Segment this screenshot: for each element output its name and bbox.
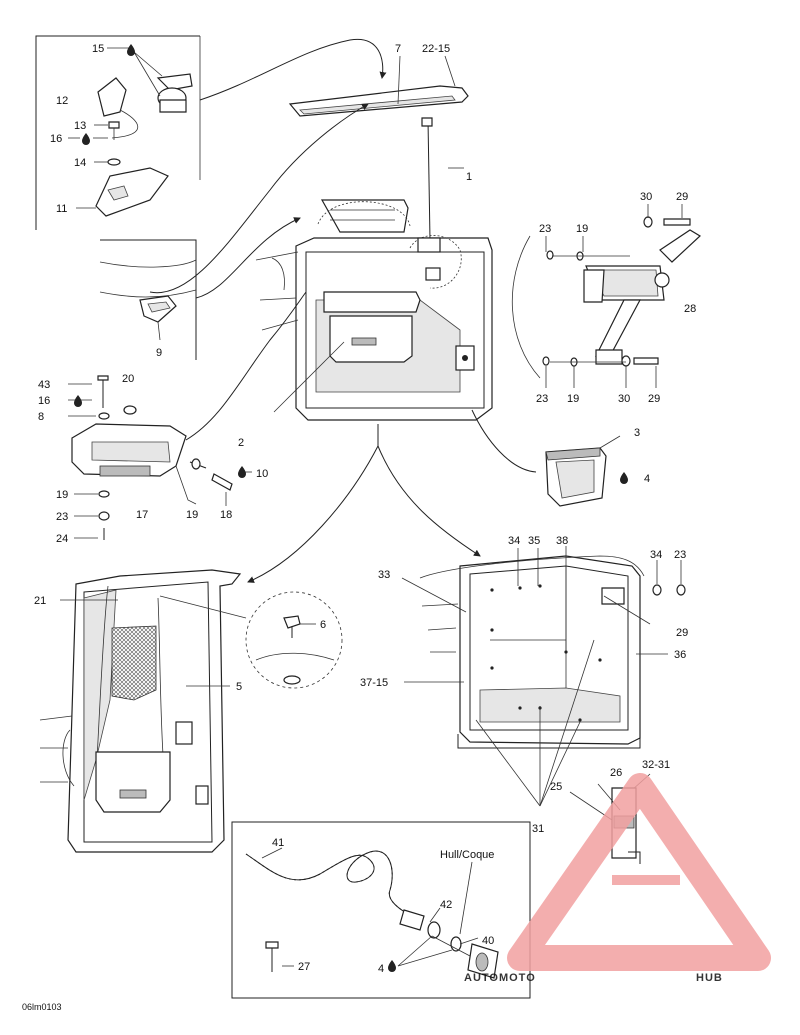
callout: 32-31 — [642, 759, 670, 771]
callout: 26 — [610, 767, 622, 779]
callout: 13 — [74, 120, 86, 132]
callout: 17 — [136, 509, 148, 521]
callout: 23 — [539, 223, 551, 235]
storage-lid — [288, 55, 469, 241]
callout: 34 — [650, 549, 662, 561]
watermark-logo: AUTOMOTO HUB — [464, 773, 771, 984]
main-compartment — [255, 167, 493, 421]
hose-inset — [231, 821, 531, 999]
watermark-text-2: HUB — [696, 972, 723, 984]
callout: 23 — [674, 549, 686, 561]
callout: 29 — [676, 627, 688, 639]
callout: 16 — [50, 133, 62, 145]
hull-inset — [99, 239, 197, 360]
callout: 20 — [122, 373, 134, 385]
figure-code: 06lm0103 — [22, 1002, 62, 1012]
callout: 30 — [618, 393, 630, 405]
callout: 19 — [576, 223, 588, 235]
callout: 18 — [220, 509, 232, 521]
callout: 22-15 — [422, 43, 450, 55]
callout: 12 — [56, 95, 68, 107]
callout: 19 — [186, 509, 198, 521]
callout: 10 — [256, 468, 268, 480]
callout: 21 — [34, 595, 46, 607]
callout: 34 — [508, 535, 520, 547]
callout: 33 — [378, 569, 390, 581]
latch-catch-part — [156, 73, 193, 91]
lower-right-liner — [401, 546, 686, 807]
callout: 36 — [674, 649, 686, 661]
callout: 14 — [74, 157, 86, 169]
callout: 1 — [466, 171, 472, 183]
callout: 4 — [378, 963, 384, 975]
hinge-detail — [511, 204, 701, 388]
callout: 28 — [684, 303, 696, 315]
callout: 40 — [482, 935, 494, 947]
callout: 23 — [56, 511, 68, 523]
latch-inset — [35, 35, 201, 230]
callout: 16 — [38, 395, 50, 407]
callout: 23 — [536, 393, 548, 405]
callout: 38 — [556, 535, 568, 547]
callout: 31 — [532, 823, 544, 835]
callout: 29 — [648, 393, 660, 405]
callout: 6 — [320, 619, 326, 631]
callout: 2 — [238, 437, 244, 449]
callout: 4 — [644, 473, 650, 485]
callout: 7 — [395, 43, 401, 55]
callout-labels: 15 7 22-15 12 13 16 14 11 1 30 29 23 19 … — [34, 43, 696, 975]
screw-detail-circle — [159, 591, 343, 689]
callout: 25 — [550, 781, 562, 793]
callout: 8 — [38, 411, 44, 423]
callout: 37-15 — [360, 677, 388, 689]
callout: 15 — [92, 43, 104, 55]
callout: 3 — [634, 427, 640, 439]
callout: 19 — [56, 489, 68, 501]
latch-cover-part — [97, 77, 127, 117]
callout: 29 — [676, 191, 688, 203]
callout: 24 — [56, 533, 68, 545]
callout: 35 — [528, 535, 540, 547]
callout: 42 — [440, 899, 452, 911]
latch-base-part — [95, 167, 169, 217]
watermark-text-1: AUTOMOTO — [464, 972, 536, 984]
callout: 43 — [38, 379, 50, 391]
mesh-net — [111, 625, 157, 701]
callout: 30 — [640, 191, 652, 203]
bracket-assembly — [68, 291, 307, 540]
callout: 27 — [298, 961, 310, 973]
callout: 11 — [56, 203, 67, 215]
callout: Hull/Coque — [440, 849, 494, 861]
cup-holder — [471, 409, 628, 507]
callout: 19 — [567, 393, 579, 405]
lower-left-compartment — [39, 569, 242, 853]
callout: 5 — [236, 681, 242, 693]
callout: 9 — [156, 347, 162, 359]
callout: 41 — [272, 837, 284, 849]
